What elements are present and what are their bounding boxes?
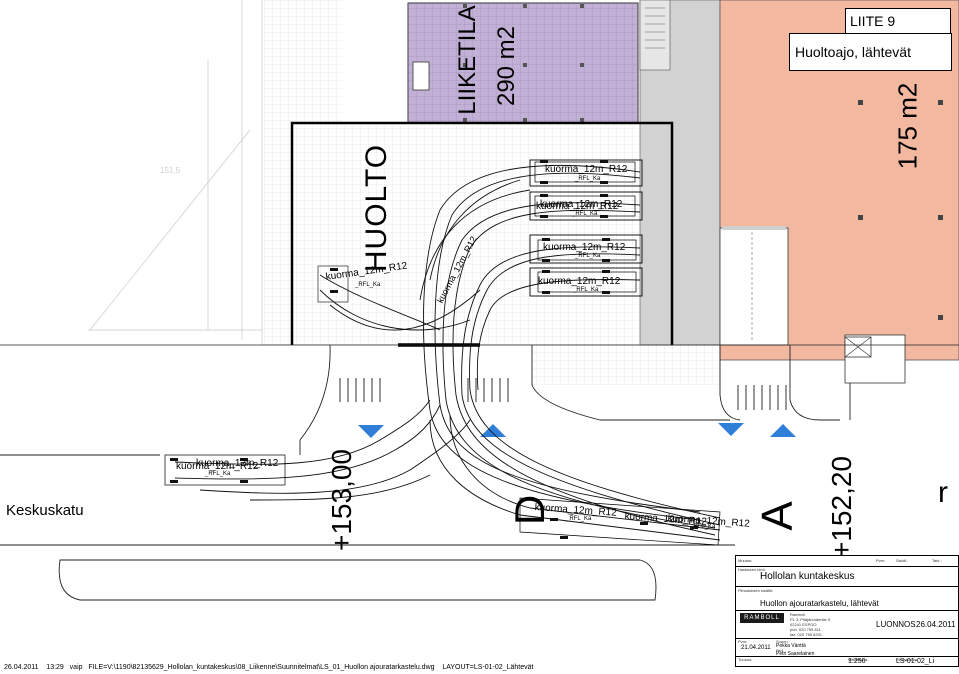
drawing-name: Huollon ajouratarkastelu, lähtevät bbox=[760, 599, 879, 608]
address-3: 02241 ESPOO bbox=[790, 622, 817, 627]
drawing-caption: Piirustuksen sisältö: bbox=[738, 588, 774, 593]
sheet-subtitle: Huoltoajo, lähtevät bbox=[789, 33, 952, 71]
address-2: PL 3, Pitäjänmäentie 5 bbox=[790, 617, 831, 622]
grid-area-left bbox=[262, 0, 342, 345]
title-block: Muutos: Pvm: Sisält.: Tark.: Hankkeen ni… bbox=[735, 555, 959, 667]
right-ramp bbox=[719, 227, 789, 346]
plot-footer: 26.04.2011 13:29 vaip FILE=V:\1190\82135… bbox=[4, 664, 533, 671]
header-tark: Tark.: bbox=[932, 558, 942, 563]
project-name: Hollolan kuntakeskus bbox=[760, 571, 855, 582]
truck-sublabel-1: _RFL_Ka bbox=[575, 176, 601, 182]
level-right: +152,20 bbox=[826, 456, 857, 558]
truck-label-1: kuorma_12m_R12 bbox=[545, 164, 628, 175]
designer-caption: Suunn. bbox=[776, 639, 789, 644]
street-name: Keskuskatu bbox=[6, 502, 84, 519]
crosswalk-right bbox=[737, 385, 787, 410]
footer-file: FILE=V:\1190\82135629_Hollolan_kuntakesk… bbox=[88, 664, 435, 671]
truck-sublabel-7: _RFL_Ka bbox=[205, 471, 231, 477]
level-left: +153,00 bbox=[326, 449, 357, 551]
scale-caption: Mittakaava bbox=[848, 657, 868, 662]
footer-time: 13:29 bbox=[46, 664, 64, 671]
crosswalk-center bbox=[467, 378, 509, 402]
truck-label-7: kuorma_12m_R12 bbox=[176, 461, 259, 472]
stair-core-top bbox=[639, 0, 671, 71]
designer-value: Pekka Vänttä bbox=[776, 643, 806, 649]
truck-sublabel-10: _RFL_Ka bbox=[690, 524, 716, 530]
divider-4 bbox=[736, 656, 958, 657]
truck-sublabel-2: _RFL_Ka bbox=[572, 211, 598, 217]
vehicle-bodies bbox=[164, 161, 721, 546]
drafter-value: Petri Saarelainen bbox=[776, 651, 815, 657]
header-muutos: Muutos: bbox=[738, 558, 753, 563]
truck-label-2: kuorma_12m_R12 bbox=[540, 199, 623, 210]
arrow-down-right bbox=[718, 423, 744, 436]
truck-sublabel-4: _RFL_Ka bbox=[573, 287, 599, 293]
number-caption: Piirustusnro bbox=[896, 657, 918, 662]
divider-3 bbox=[736, 638, 958, 639]
company-logo: RAMBOLL bbox=[740, 613, 784, 623]
header-pvm: Pvm: bbox=[876, 558, 886, 563]
truck-sublabel-8: _RFL_Ka bbox=[566, 516, 592, 522]
flow-arrows bbox=[358, 423, 796, 438]
divider-1 bbox=[736, 586, 958, 587]
truck-label-3: kuorma_12m_R12 bbox=[543, 242, 626, 253]
liite-label: LIITE 9 bbox=[845, 8, 951, 34]
date-value: 21.04.2011 bbox=[741, 645, 771, 651]
huolto-label: HUOLTO bbox=[360, 143, 393, 273]
loading-bays bbox=[317, 159, 643, 303]
crosswalk-left bbox=[339, 378, 381, 402]
truck-sublabel-5: _RFL_Ka bbox=[355, 282, 381, 288]
liiketila-label: LIIKETILA bbox=[454, 5, 481, 115]
scale-value: 1:250 bbox=[848, 658, 866, 665]
tunnus-caption: Tunnus: bbox=[738, 657, 753, 662]
grid-area-courtyard bbox=[532, 345, 722, 385]
arrow-up-right bbox=[770, 424, 796, 437]
header-sisalt: Sisält.: bbox=[896, 558, 909, 563]
stair-lines-top bbox=[645, 7, 665, 49]
road-curbs bbox=[0, 344, 851, 601]
project-caption: Hankkeen nimi: bbox=[738, 567, 766, 572]
address-5: fax. 020 755 6201 bbox=[790, 632, 823, 637]
date-caption: Pvm: bbox=[738, 639, 748, 644]
right-building-columns bbox=[858, 100, 943, 320]
stair-core-right-x2 bbox=[844, 336, 872, 358]
truck-label-7b: kuorma_12m_R12 bbox=[196, 458, 279, 469]
number-value: LS-01-02_Li bbox=[896, 658, 935, 665]
truck-sublabel-3: _RFL_Ka bbox=[575, 253, 601, 259]
huolto-outline bbox=[290, 121, 674, 345]
right-ramp-inner bbox=[722, 226, 786, 230]
status-date: 26.04.2011 bbox=[916, 620, 956, 629]
liiketila-columns bbox=[463, 4, 584, 122]
truck-label-4: kuorma_12m_R12 bbox=[538, 276, 621, 287]
status-label: LUONNOS bbox=[876, 620, 916, 629]
cut-letter-edge: r bbox=[938, 476, 948, 509]
vehicle-wheels bbox=[170, 160, 698, 539]
footer-layout: LAYOUT=LS-01-02_Lähtevät bbox=[442, 664, 534, 671]
ghost-lines bbox=[88, 0, 263, 345]
footer-user: vaip bbox=[69, 664, 83, 671]
arrow-down-left bbox=[358, 425, 384, 438]
address-1: Ramboll bbox=[790, 612, 805, 617]
liiketila-area: 290 m2 bbox=[493, 25, 520, 107]
arrow-up-center bbox=[480, 424, 506, 437]
truck-label-2b: kuorma_12m_R12 bbox=[536, 201, 619, 212]
cut-letter-right: A bbox=[753, 501, 802, 531]
drafter-caption: Piirt. bbox=[776, 648, 784, 653]
revision-header: Muutos: Pvm: Sisält.: Tark.: bbox=[736, 556, 958, 567]
address-4: puh. 020 755 611 bbox=[790, 627, 821, 632]
swept-paths bbox=[174, 164, 721, 541]
ghost-level: 151,5 bbox=[160, 166, 181, 175]
footer-date: 26.04.2011 bbox=[4, 664, 39, 671]
right-area: 175 m2 bbox=[892, 82, 923, 170]
liiketila-opening bbox=[412, 61, 430, 91]
divider-2 bbox=[736, 610, 958, 611]
